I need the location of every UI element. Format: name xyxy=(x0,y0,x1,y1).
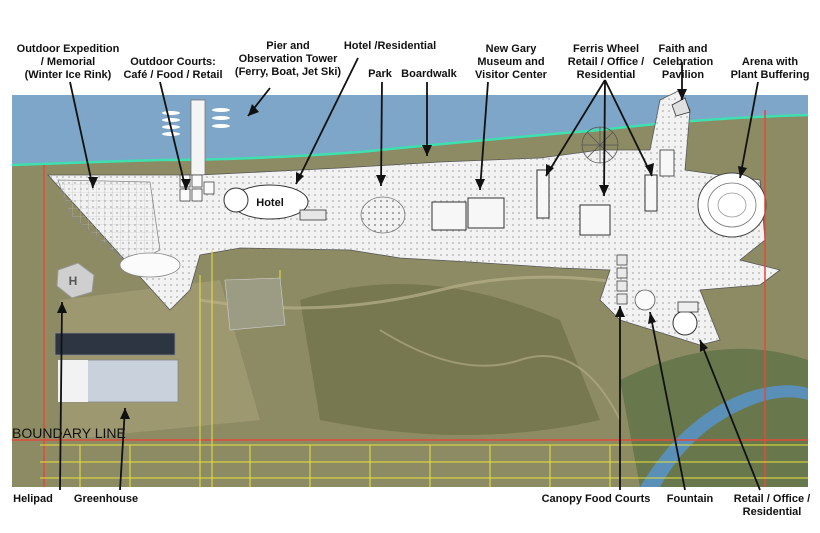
label-canopy-food-courts: Canopy Food Courts xyxy=(541,493,651,505)
helipad: H xyxy=(56,262,95,299)
retail-office-block-a xyxy=(536,169,550,219)
pavilion xyxy=(671,97,691,117)
fountain xyxy=(634,289,656,311)
label-helipad: Helipad xyxy=(13,493,53,505)
label-hotel-residential: Hotel /Residential xyxy=(343,40,437,52)
river xyxy=(640,385,808,487)
arena-ring-inner xyxy=(717,192,747,218)
terrain-dark-patch xyxy=(300,284,600,435)
ice-rink xyxy=(119,252,181,278)
hotel-tower xyxy=(223,187,249,213)
label-pier-observation-tower: Pier and Observation Tower (Ferry, Boat,… xyxy=(234,40,342,78)
retail-office-block-b xyxy=(579,204,611,236)
helipad-symbol: H xyxy=(69,274,78,288)
label-park: Park xyxy=(368,68,392,80)
south-block xyxy=(677,301,699,313)
label-greenhouse: Greenhouse xyxy=(73,493,139,505)
label-outdoor-expedition: Outdoor Expedition / Memorial (Winter Ic… xyxy=(16,43,120,81)
park xyxy=(360,196,406,234)
label-retail-office-residential-south: Retail / Office / Residential xyxy=(733,493,811,518)
hotel-label: Hotel xyxy=(256,197,284,209)
label-boardwalk: Boardwalk xyxy=(401,68,457,80)
annotation-arrows xyxy=(59,57,761,491)
arrow-heads xyxy=(57,89,747,419)
museum-visitor-center xyxy=(431,197,505,231)
parking-lot xyxy=(224,277,286,331)
ferris-wheel xyxy=(581,126,619,164)
lake-water xyxy=(12,95,808,165)
boundary-label: BOUNDARY LINE xyxy=(12,425,126,441)
arena-ring xyxy=(707,182,757,228)
label-museum-visitor-center: New Gary Museum and Visitor Center xyxy=(475,43,547,81)
greenhouse xyxy=(54,332,179,403)
retail-office-block-c xyxy=(644,174,658,212)
pavilion-building xyxy=(659,149,675,177)
pier xyxy=(190,99,206,181)
canopy-food-courts xyxy=(616,254,628,305)
retail-office-residential-tower xyxy=(672,310,698,336)
hotel-wing xyxy=(299,209,327,221)
development-texture xyxy=(48,90,780,345)
label-ferris-wheel-retail: Ferris Wheel Retail / Office / Residenti… xyxy=(567,43,645,81)
label-arena-plant-buffering: Arena with Plant Buffering xyxy=(730,56,810,81)
label-outdoor-courts: Outdoor Courts: Café / Food / Retail xyxy=(123,56,223,81)
sand-trail-2 xyxy=(379,329,621,421)
label-faith-celebration-pavilion: Faith and Celebration Pavilion xyxy=(652,43,714,81)
label-fountain: Fountain xyxy=(666,493,714,505)
